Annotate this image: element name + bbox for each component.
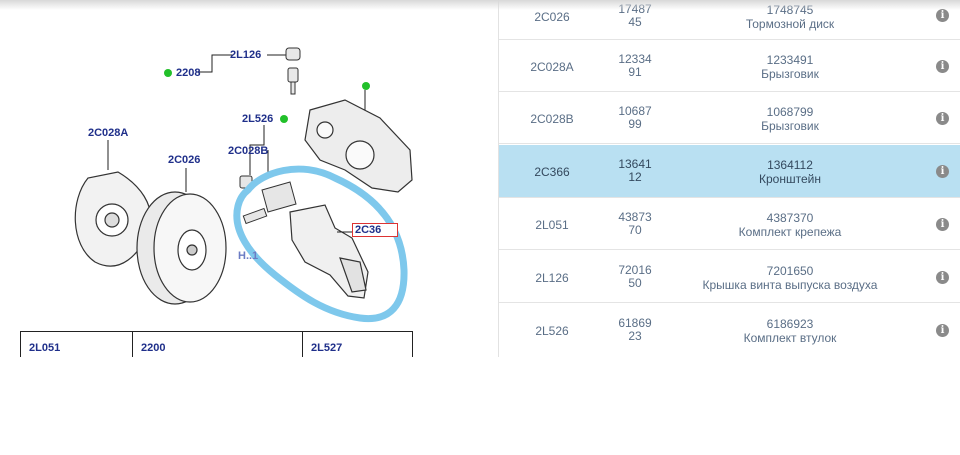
- row-code: 2C366: [534, 165, 570, 179]
- parts-diagram[interactable]: 2L126 2208 2L526 2C028A 2C026 2C028B 2C3…: [0, 0, 480, 357]
- info-icon[interactable]: i: [936, 271, 949, 284]
- info-icon[interactable]: i: [936, 218, 949, 231]
- highlight-loop: [233, 165, 408, 323]
- row-code: 2L051: [535, 218, 569, 232]
- callout-partial: H..1: [238, 250, 259, 262]
- screenshot: 2L126 2208 2L526 2C028A 2C026 2C028B 2C3…: [0, 0, 960, 357]
- info-icon[interactable]: i: [936, 9, 949, 22]
- diagram-drawing: [74, 47, 413, 323]
- row-code: 2C026: [534, 10, 570, 24]
- row-code: 2C028B: [530, 112, 574, 126]
- callout-2C028B[interactable]: 2C028B: [228, 145, 269, 157]
- callout-2C366[interactable]: 2C36: [352, 223, 398, 237]
- info-icon[interactable]: i: [936, 112, 949, 125]
- callout-2208[interactable]: 2208: [176, 67, 201, 79]
- diagram-legend-table: 2L051 2200 2L527: [20, 331, 413, 357]
- callout-2L526[interactable]: 2L526: [242, 113, 274, 125]
- callout-2C026[interactable]: 2C026: [168, 154, 201, 166]
- callout-2C028A[interactable]: 2C028A: [88, 127, 129, 139]
- row-code: 2L526: [535, 324, 569, 338]
- row-code: 2L126: [535, 271, 569, 285]
- info-icon[interactable]: i: [936, 60, 949, 73]
- legend-cell-2L051[interactable]: 2L051: [21, 332, 133, 357]
- info-icon[interactable]: i: [936, 165, 949, 178]
- info-icon[interactable]: i: [936, 324, 949, 337]
- row-code: 2C028A: [530, 60, 574, 74]
- legend-cell-2L527[interactable]: 2L527: [303, 332, 413, 357]
- pane-divider: [498, 0, 499, 357]
- callout-2L126[interactable]: 2L126: [230, 49, 262, 61]
- legend-cell-2200[interactable]: 2200: [133, 332, 303, 357]
